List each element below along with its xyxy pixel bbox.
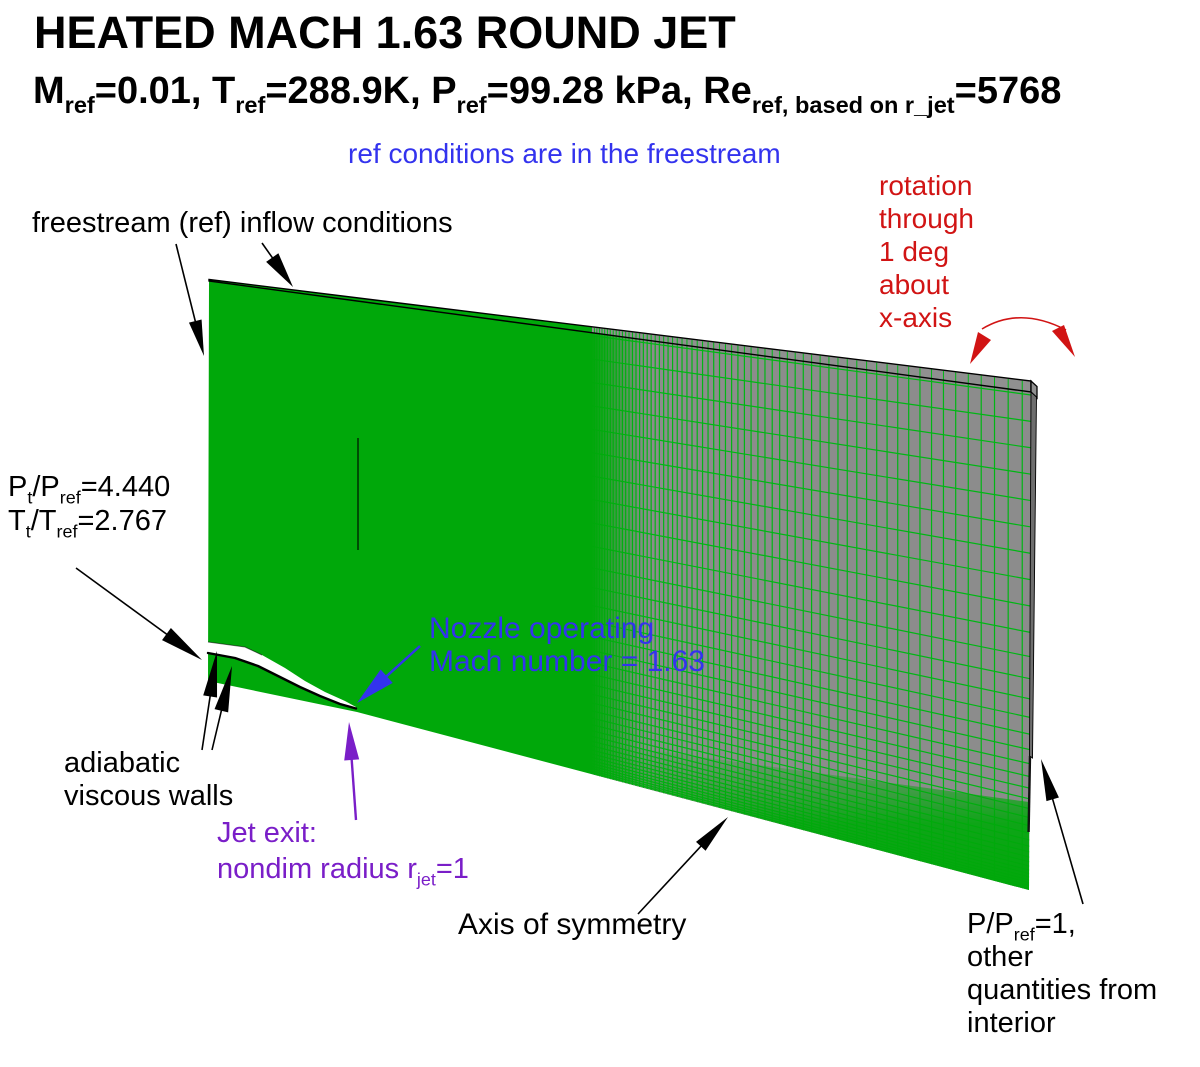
axis-cluster-band	[592, 742, 1029, 890]
jet-exit-arrow	[344, 722, 360, 821]
inflow-left-arrow	[175, 243, 204, 356]
nozzle-notch	[208, 642, 356, 709]
axis-of-symmetry-label: Axis of symmetry	[458, 908, 687, 941]
top-strip-right-cap	[1030, 379, 1038, 400]
outflow-edge-line	[1027, 755, 1032, 833]
subtitle-label: Mref=0.01, Tref=288.9K, Pref=99.28 kPa, …	[33, 70, 1062, 118]
freestream-inflow-label: freestream (ref) inflow conditions	[32, 207, 453, 239]
figure-title: HEATED MACH 1.63 ROUND JET	[34, 7, 736, 58]
nozzle-wall-inner-line	[207, 641, 263, 656]
wall-arrow-2	[211, 666, 232, 751]
grid-density-fade	[592, 332, 646, 788]
rotation-arc-arrow	[970, 316, 1075, 364]
wall-arrow-1	[201, 651, 218, 751]
jet-exit-label: Jet exit:nondim radius rjet=1	[217, 817, 469, 890]
inflow-top-arrow	[261, 242, 293, 287]
mesh-top-strip	[208, 278, 1038, 400]
nozzle-wall-curve	[206, 651, 358, 710]
axis-arrow	[637, 817, 728, 915]
ref-conditions-note: ref conditions are in the freestream	[348, 138, 781, 169]
stagnation-arrow	[75, 567, 202, 660]
outflow-arrow	[1041, 759, 1084, 905]
mesh-right-face	[1029, 390, 1037, 759]
nozzle-arrow	[357, 645, 421, 703]
